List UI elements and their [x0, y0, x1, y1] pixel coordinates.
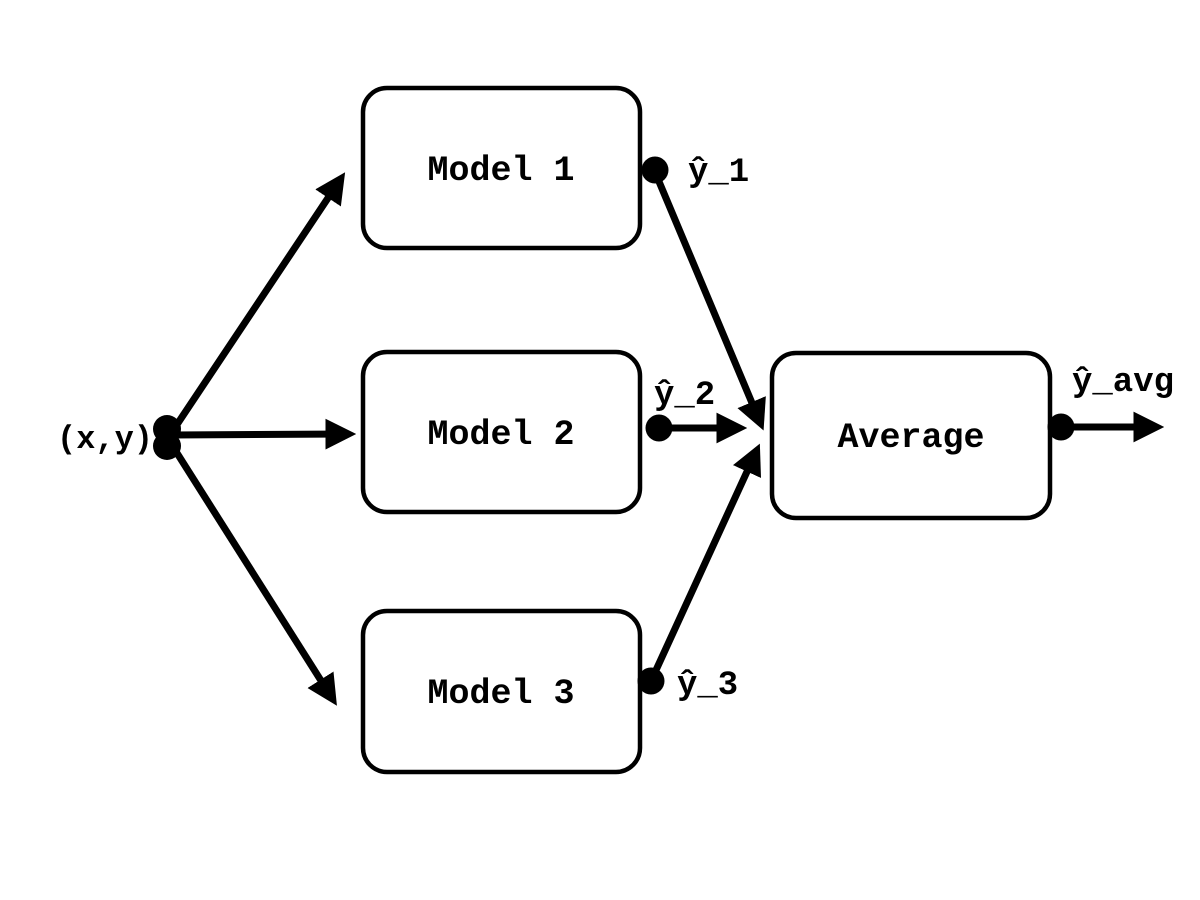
input-port-dot [153, 432, 181, 460]
node-model3: Model 3 [360, 608, 643, 775]
edge-model1-to-average [651, 170, 766, 431]
average-label: Average [837, 418, 984, 458]
model1-label: Model 1 [427, 151, 574, 191]
edge-input-to-model2 [171, 418, 357, 450]
y1-output-label: ŷ_1 [688, 154, 749, 192]
y2-output-label: ŷ_2 [654, 377, 715, 415]
node-average: Average [769, 350, 1053, 521]
model2-box [360, 349, 643, 515]
node-model2: Model 2 [360, 349, 643, 515]
yavg-output-label: ŷ_avg [1072, 364, 1174, 402]
model1-box [360, 85, 643, 251]
y3-output-label: ŷ_3 [677, 667, 738, 705]
model2-output-dot [645, 414, 673, 442]
input-label: (x,y) [57, 421, 153, 458]
edge-model3-to-average [647, 443, 762, 683]
edge-input-to-model3 [167, 440, 337, 706]
model1-output-dot [641, 156, 669, 184]
edges [167, 170, 1165, 706]
node-model1: Model 1 [360, 85, 643, 251]
port-dots [153, 156, 1075, 695]
model3-label: Model 3 [427, 674, 574, 714]
model3-output-dot [637, 667, 665, 695]
average-output-dot [1047, 413, 1075, 441]
average-box [769, 350, 1053, 521]
model2-label: Model 2 [427, 415, 574, 455]
model3-box [360, 608, 643, 775]
edge-input-to-model1 [169, 172, 346, 434]
